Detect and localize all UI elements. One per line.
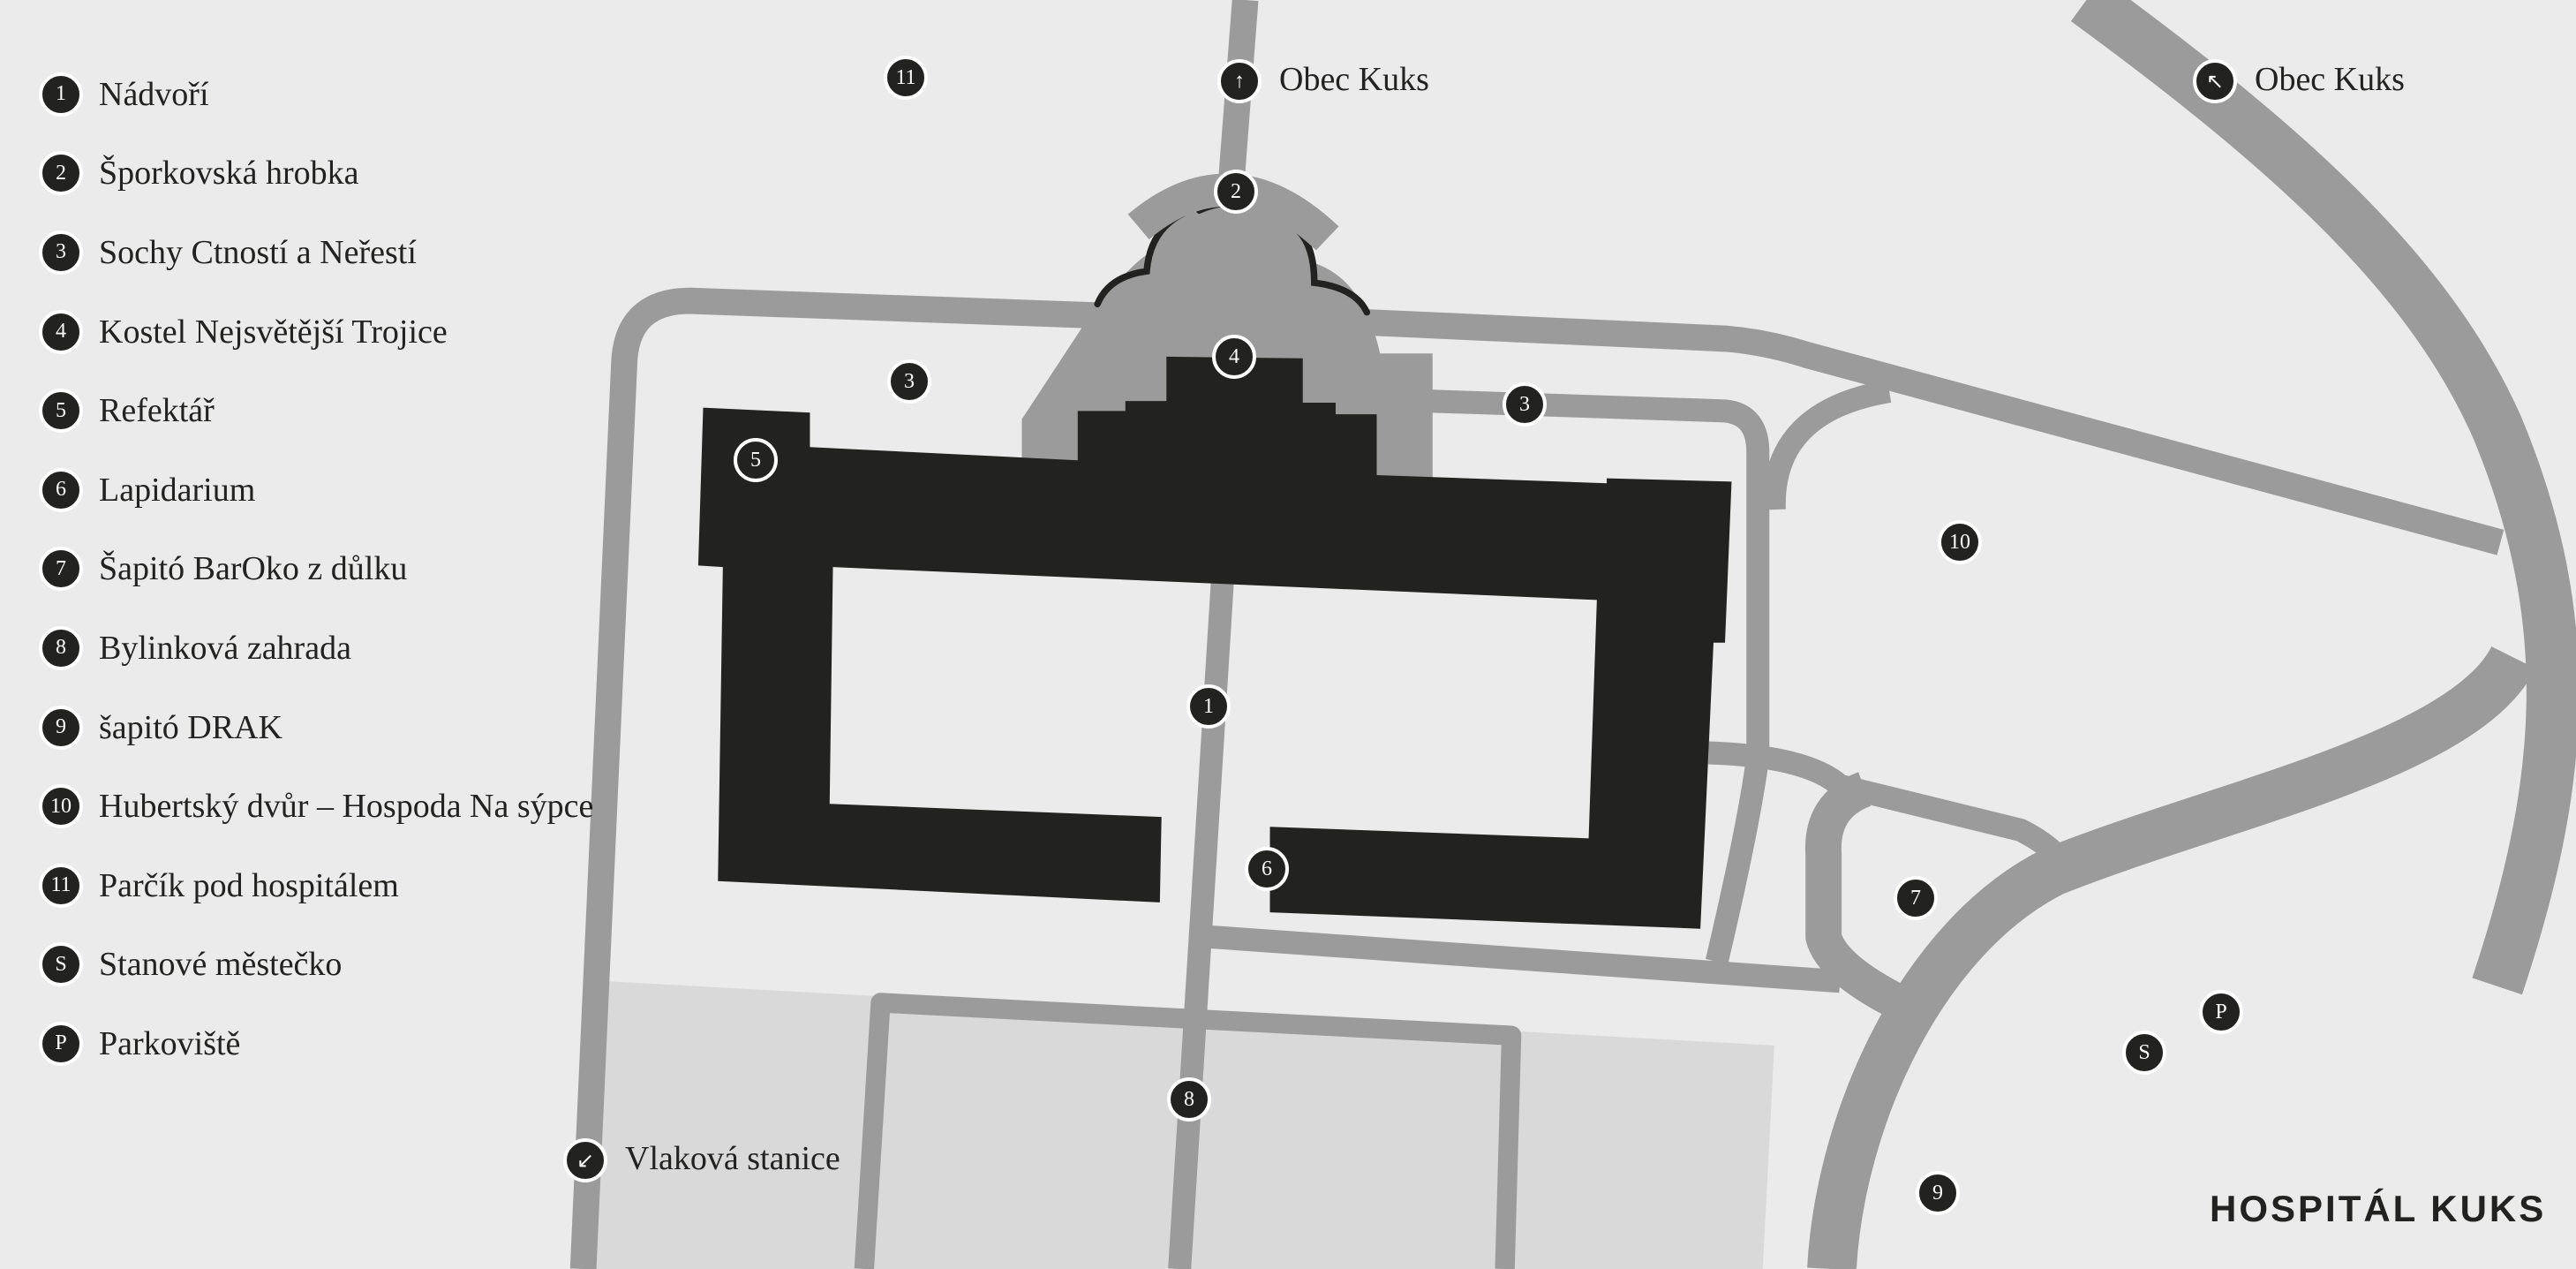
legend-label: Šapitó BarOko z důlku bbox=[99, 550, 408, 588]
legend-item: 10 Hubertský dvůr – Hospoda Na sýpce bbox=[39, 767, 593, 846]
map-marker[interactable]: 2 bbox=[1214, 170, 1258, 214]
legend-item: 9 šapitó DRAK bbox=[39, 688, 593, 767]
legend-item: S Stanové městečko bbox=[39, 925, 593, 1005]
legend-badge: 3 bbox=[39, 230, 83, 275]
legend-item: 1 Nádvoří bbox=[39, 55, 593, 134]
legend-item: 7 Šapitó BarOko z důlku bbox=[39, 530, 593, 609]
destination-label: Obec Kuks bbox=[1279, 61, 1429, 98]
map-marker[interactable]: 6 bbox=[1245, 847, 1289, 891]
legend-badge: 2 bbox=[39, 151, 83, 196]
legend-badge: 10 bbox=[39, 784, 83, 829]
destination-label: Vlaková stanice bbox=[625, 1140, 840, 1177]
map-marker[interactable]: 11 bbox=[884, 56, 928, 100]
legend-label: Nádvoří bbox=[99, 75, 209, 113]
legend: 1 Nádvoří 2 Šporkovská hrobka 3 Sochy Ctností… bbox=[39, 55, 593, 1084]
map-marker[interactable]: 5 bbox=[734, 438, 778, 482]
road-arc-branch bbox=[1762, 380, 1892, 510]
legend-item: 3 Sochy Ctností a Neřestí bbox=[39, 213, 593, 292]
garden-frame bbox=[854, 993, 1522, 1269]
road-inner-right bbox=[1428, 389, 1770, 964]
road-south-cross bbox=[1209, 925, 1842, 993]
map-marker[interactable]: 8 bbox=[1167, 1077, 1211, 1122]
map-marker[interactable]: 10 bbox=[1938, 520, 1982, 564]
arrow-icon: ↑ bbox=[1217, 59, 1262, 103]
road-top-right bbox=[1362, 308, 2504, 555]
legend-label: Bylinková zahrada bbox=[99, 629, 351, 667]
map-marker[interactable]: 3 bbox=[887, 359, 931, 404]
legend-item: P Parkoviště bbox=[39, 1004, 593, 1084]
arrow-icon: ↙ bbox=[563, 1138, 607, 1182]
logo: HOSPITÁL KUKS bbox=[2210, 1188, 2547, 1229]
map-marker[interactable]: 9 bbox=[1916, 1171, 1960, 1215]
legend-label: Hubertský dvůr – Hospoda Na sýpce bbox=[99, 788, 594, 826]
legend-badge: 11 bbox=[39, 863, 83, 908]
hospital-building bbox=[697, 356, 1732, 929]
map-marker[interactable]: 4 bbox=[1212, 335, 1256, 379]
legend-item: 6 Lapidarium bbox=[39, 450, 593, 530]
map-marker[interactable]: 7 bbox=[1894, 876, 1938, 920]
legend-badge: 9 bbox=[39, 705, 83, 750]
legend-label: Parčík pod hospitálem bbox=[99, 866, 399, 904]
legend-badge: 6 bbox=[39, 467, 83, 512]
legend-label: Parkoviště bbox=[99, 1024, 241, 1062]
map-marker[interactable]: S bbox=[2122, 1031, 2166, 1075]
legend-label: Stanové městečko bbox=[99, 946, 343, 984]
road-loop-left bbox=[569, 287, 1102, 1269]
legend-item: 5 Refektář bbox=[39, 371, 593, 450]
legend-badge: 1 bbox=[39, 72, 83, 117]
road-big-arc bbox=[2070, 0, 2576, 995]
legend-badge: 8 bbox=[39, 625, 83, 670]
legend-label: šapitó DRAK bbox=[99, 708, 282, 746]
legend-badge: 7 bbox=[39, 547, 83, 592]
legend-item: 8 Bylinková zahrada bbox=[39, 608, 593, 688]
legend-label: Šporkovská hrobka bbox=[99, 155, 359, 193]
road-small-loop bbox=[1804, 772, 1914, 1023]
legend-item: 4 Kostel Nejsvětější Trojice bbox=[39, 292, 593, 372]
legend-label: Lapidarium bbox=[99, 471, 256, 509]
legend-badge: P bbox=[39, 1021, 83, 1066]
destination-label: Obec Kuks bbox=[2255, 61, 2405, 98]
arrow-icon: ↖ bbox=[2193, 59, 2237, 103]
map-marker[interactable]: P bbox=[2199, 990, 2243, 1034]
legend-label: Kostel Nejsvětější Trojice bbox=[99, 313, 448, 351]
map-marker[interactable]: 1 bbox=[1186, 684, 1231, 729]
legend-item: 2 Šporkovská hrobka bbox=[39, 134, 593, 214]
legend-badge: S bbox=[39, 942, 83, 987]
road-bend bbox=[1807, 645, 2536, 1269]
legend-label: Refektář bbox=[99, 392, 215, 430]
legend-item: 11 Parčík pod hospitálem bbox=[39, 846, 593, 925]
legend-label: Sochy Ctností a Neřestí bbox=[99, 233, 417, 271]
legend-badge: 4 bbox=[39, 309, 83, 354]
legend-badge: 5 bbox=[39, 389, 83, 434]
map-marker[interactable]: 3 bbox=[1503, 382, 1547, 427]
